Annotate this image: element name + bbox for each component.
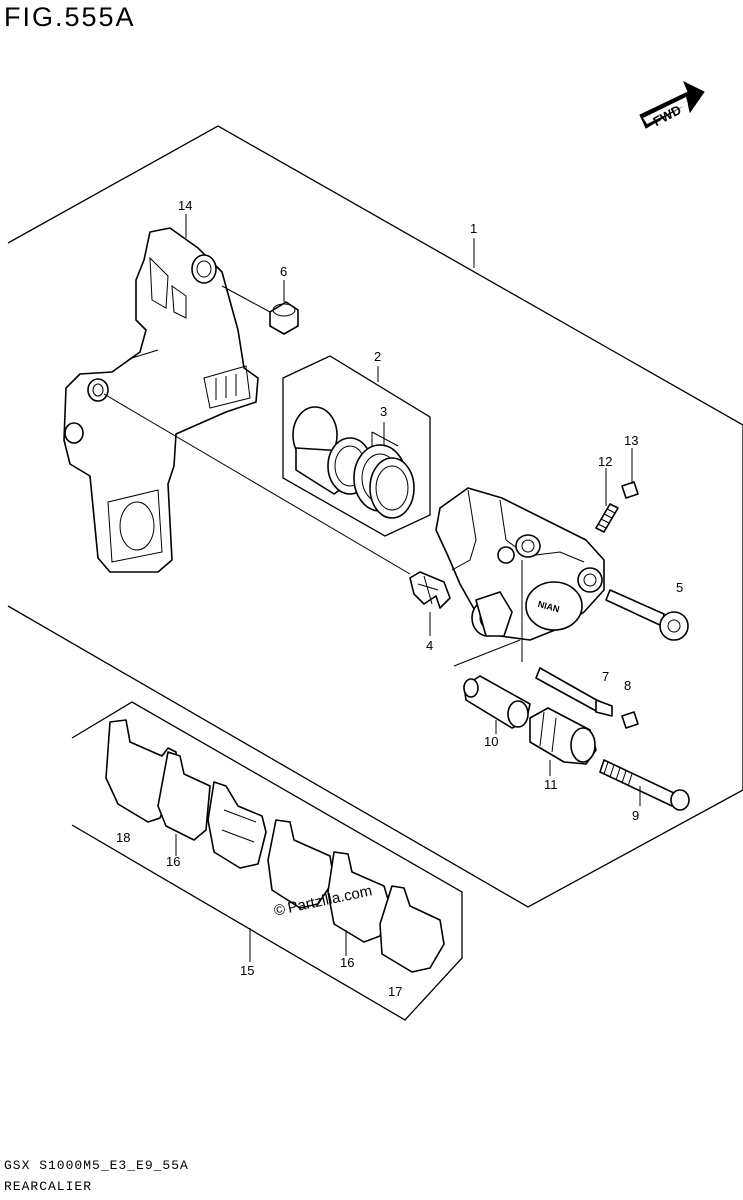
piston-box-frame [282, 355, 431, 537]
watermark-copyright-icon: © [272, 901, 286, 920]
slide-pin [535, 667, 613, 717]
fwd-arrow-icon: FWD [639, 80, 705, 129]
callout-8: 8 [624, 678, 631, 693]
leader-lines [103, 214, 641, 962]
bleeder-valve [595, 503, 619, 533]
boot [529, 707, 597, 765]
callout-1: 1 [470, 221, 477, 236]
brake-pad-rear-shim [379, 885, 445, 973]
callout-18: 18 [116, 830, 130, 845]
figure-name: REARCALIER [4, 1179, 93, 1194]
figure-title: FIG.555A [4, 2, 136, 32]
pad-pin-bolt [605, 589, 689, 641]
callout-7: 7 [602, 669, 609, 684]
caliper-bracket [63, 227, 259, 573]
bleeder-cap [621, 481, 639, 499]
callout-9: 9 [632, 808, 639, 823]
caliper-bolt [599, 759, 690, 811]
pad-spring [409, 571, 451, 609]
brake-pad-shim [207, 781, 267, 869]
piston-seal [353, 444, 415, 519]
assembly-frame [7, 125, 743, 908]
callout-13: 13 [624, 433, 638, 448]
figure-code: GSX S1000M5_E3_E9_55A [4, 1158, 189, 1173]
brake-pad-friction-b [267, 819, 335, 909]
callout-11: 11 [544, 777, 558, 792]
pad-set-frame [71, 701, 463, 1021]
callout-4: 4 [426, 638, 433, 653]
sleeve [463, 675, 531, 729]
nut [269, 301, 299, 335]
callout-5: 5 [676, 580, 683, 595]
callout-16-a: 16 [166, 854, 180, 869]
callout-17: 17 [388, 984, 402, 999]
callout-15: 15 [240, 963, 254, 978]
callout-14: 14 [178, 198, 192, 213]
callout-labels: 1 2 3 4 5 6 7 8 9 10 11 12 13 14 15 16 1… [116, 198, 683, 999]
brake-pad-friction-a [157, 751, 211, 841]
callout-2: 2 [374, 349, 381, 364]
pin-plug [621, 711, 639, 729]
callout-10: 10 [484, 734, 498, 749]
callout-3: 3 [380, 404, 387, 419]
fwd-label: FWD [650, 102, 683, 129]
caliper-body: NIAN [435, 487, 605, 641]
callout-6: 6 [280, 264, 287, 279]
callout-12: 12 [598, 454, 612, 469]
callout-16-b: 16 [340, 955, 354, 970]
piston [292, 406, 373, 495]
